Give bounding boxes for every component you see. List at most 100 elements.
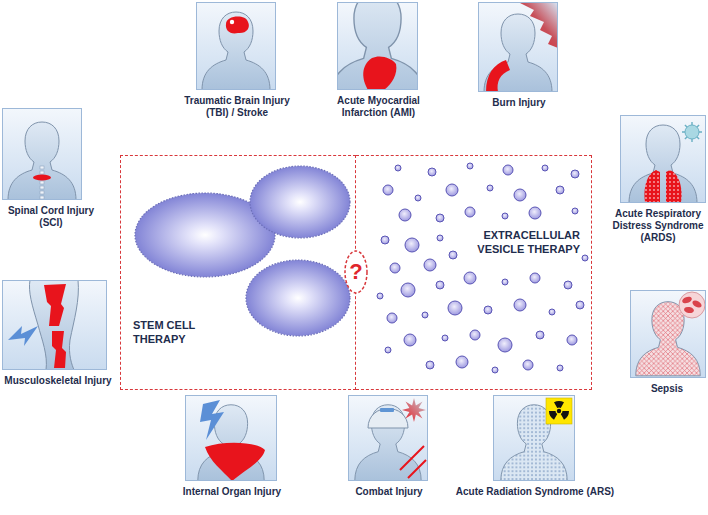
text-slot: Burn Injury <box>469 97 569 109</box>
text-slot: Acute Radiation Syndrome (ARS) <box>450 486 620 498</box>
vesicles <box>557 365 563 371</box>
sepsis-figure <box>630 290 706 378</box>
vesicles <box>436 214 444 222</box>
vesicles <box>377 163 588 373</box>
ars-figure <box>557 409 561 413</box>
therapy-label: STEM CELL THERAPY <box>133 319 217 347</box>
vesicles <box>387 313 397 323</box>
musculoskeletal-figure <box>2 280 107 370</box>
sci-figure <box>33 175 51 181</box>
internal-organ-figure <box>200 400 224 440</box>
vesicles <box>529 207 541 219</box>
combat-figure <box>380 408 394 412</box>
ars-figure <box>548 408 559 420</box>
injury-panel: Combat Injury <box>348 395 428 481</box>
text-slot: STEM CELL THERAPY <box>133 319 217 347</box>
text-slot: Sepsis <box>628 383 706 395</box>
ards-figure <box>644 170 660 202</box>
combat-figure <box>400 446 426 478</box>
sci-figure <box>2 108 82 200</box>
combat-figure <box>348 395 428 481</box>
vesicles <box>514 299 526 311</box>
ards-figure <box>620 115 706 203</box>
vesicles <box>415 195 421 201</box>
burn-figure <box>478 2 558 92</box>
injury-label: Sepsis <box>628 383 706 395</box>
sci-figure <box>40 181 44 184</box>
combat-figure <box>402 398 426 422</box>
vesicles <box>381 236 389 244</box>
ars-figure <box>493 395 575 481</box>
combat-figure <box>368 409 408 429</box>
injury-panel: Spinal Cord Injury (SCI) <box>2 108 82 200</box>
sci-figure <box>40 196 44 199</box>
musculoskeletal-figure <box>52 331 66 368</box>
vesicles <box>401 283 415 297</box>
therapy-box: EXTRACELLULAR VESICLE THERAPY <box>356 155 592 390</box>
injury-label: Musculoskeletal Injury <box>3 375 113 387</box>
therapy-label: EXTRACELLULAR VESICLE THERAPY <box>462 229 580 257</box>
vesicles <box>571 170 579 178</box>
injury-panel: Sepsis <box>630 290 706 378</box>
vesicles <box>492 367 498 373</box>
vesicles <box>502 213 508 219</box>
vesicles <box>536 331 544 339</box>
tbi-figure <box>230 20 234 24</box>
vesicles <box>446 184 458 196</box>
ards-figure <box>682 122 702 142</box>
oval-outline <box>345 251 367 293</box>
vesicles <box>395 165 401 171</box>
combat-figure <box>355 405 421 481</box>
musculoskeletal-figure <box>44 284 66 326</box>
sepsis-figure <box>630 290 706 378</box>
vesicles <box>572 208 578 214</box>
injury-label: Traumatic Brain Injury (TBI) / Stroke <box>176 95 298 119</box>
vesicles <box>465 207 475 217</box>
vesicles <box>422 312 428 318</box>
vesicles <box>514 189 526 201</box>
stem-cells <box>250 166 350 238</box>
injury-label: Acute Myocardial Infarction (AMI) <box>328 95 429 119</box>
tbi-figure <box>202 12 270 90</box>
ars-figure <box>546 398 572 424</box>
sci-figure <box>40 171 44 174</box>
injury-panel: Burn Injury <box>478 2 558 92</box>
burn-figure <box>486 60 510 92</box>
internal-organ-figure <box>185 395 277 481</box>
ars-figure <box>559 408 570 420</box>
vesicles <box>442 335 448 341</box>
vesicles <box>523 360 533 370</box>
combat-figure <box>348 395 428 481</box>
vesicles <box>484 306 492 314</box>
ards-figure <box>666 170 682 202</box>
vesicles <box>582 255 588 261</box>
injury-label: Acute Respiratory Distress Syndrome (ARD… <box>610 208 706 244</box>
text-slot: EXTRACELLULAR VESICLE THERAPY <box>462 229 580 257</box>
vesicles <box>456 356 468 368</box>
therapy-box: STEM CELL THERAPY <box>120 155 356 390</box>
vesicles <box>502 279 508 285</box>
vesicles <box>503 165 513 175</box>
sepsis-figure <box>636 302 701 376</box>
internal-organ-figure <box>185 395 277 481</box>
ami-figure <box>337 2 418 90</box>
vesicles <box>576 301 584 309</box>
sci-figure <box>40 166 44 169</box>
vesicles <box>498 338 512 352</box>
vesicles <box>487 185 493 191</box>
vesicles <box>448 301 462 315</box>
injury-panel: Musculoskeletal Injury <box>2 280 107 370</box>
vesicles <box>467 163 473 169</box>
ars-figure <box>493 395 575 481</box>
ami-figure <box>363 56 396 90</box>
injury-label: Acute Radiation Syndrome (ARS) <box>450 486 620 498</box>
sepsis-figure <box>691 299 703 309</box>
burn-figure <box>520 3 558 48</box>
text-slot: Spinal Cord Injury (SCI) <box>3 205 99 229</box>
sepsis-figure <box>679 292 705 318</box>
vesicles <box>437 235 443 241</box>
vesicles <box>399 209 411 221</box>
vesicles <box>449 251 457 259</box>
vesicles <box>436 281 444 289</box>
